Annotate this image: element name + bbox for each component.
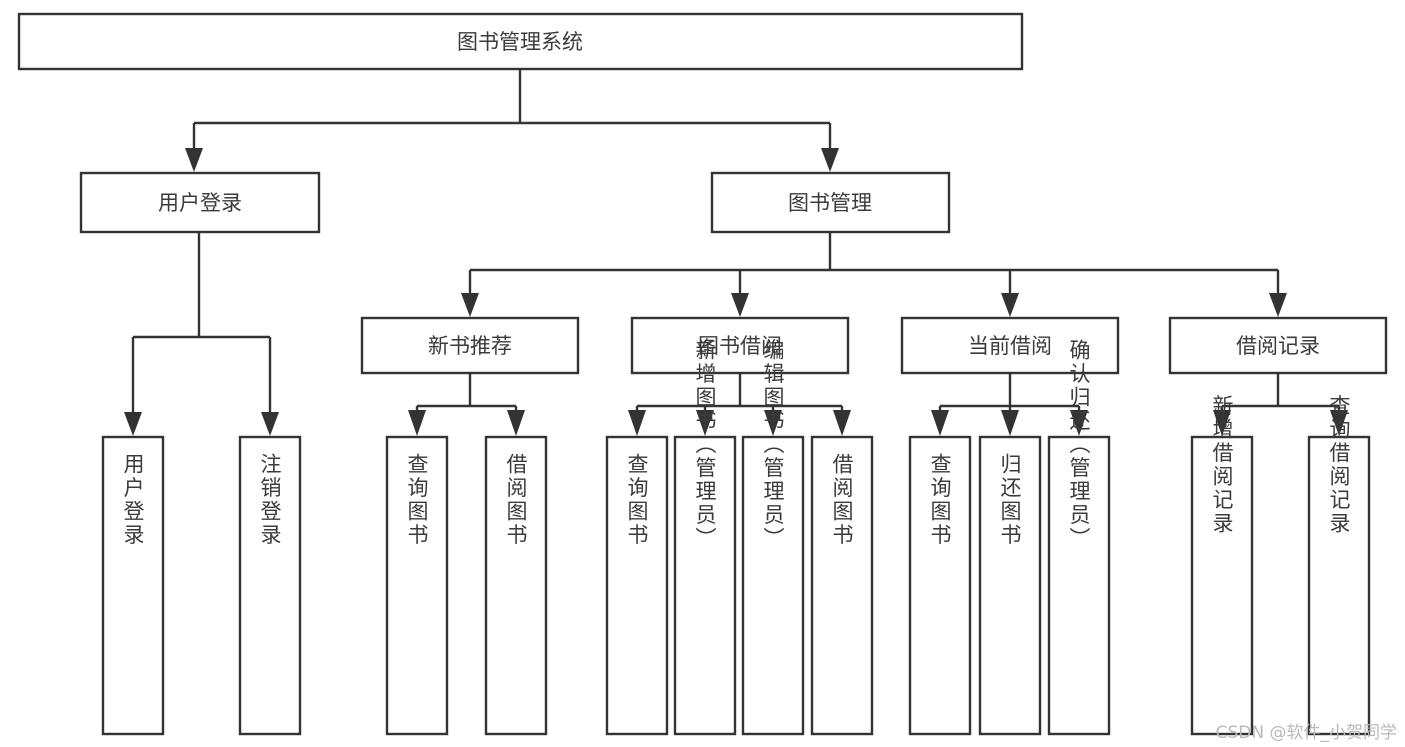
node-leaf-confirm-return-label: 确认归还（管理员）: [1067, 339, 1091, 551]
node-leaf-confirm-return[interactable]: 确认归还（管理员）: [1047, 339, 1111, 736]
node-leaf-logout[interactable]: 注销登录: [238, 435, 302, 736]
node-leaf-add-record[interactable]: 新增借阅记录: [1190, 395, 1254, 736]
node-leaf-query-book-2-box[interactable]: [605, 435, 669, 736]
node-root[interactable]: 图书管理系统: [17, 12, 1024, 71]
node-user-login-label: 用户登录: [158, 191, 242, 215]
node-book-borrow-label: 图书借阅: [698, 334, 782, 358]
node-leaf-query-book-1[interactable]: 查询图书: [385, 435, 449, 736]
node-leaf-return-book-box[interactable]: [978, 435, 1042, 736]
node-leaf-borrow-book-1-box[interactable]: [484, 435, 548, 736]
node-leaf-query-book-2[interactable]: 查询图书: [605, 435, 669, 736]
node-leaf-add-record-box[interactable]: [1190, 435, 1254, 736]
arrow-head-leaf-query-book-1: [408, 410, 426, 436]
arrow-head-leaf-query-book-3: [931, 410, 949, 436]
node-new-book-rec-box[interactable]: [360, 316, 580, 375]
arrow-head-leaf-borrow-book-2: [833, 410, 851, 436]
arrow-head-leaf-edit-book: [764, 410, 782, 436]
arrow-head-book-manage: [821, 148, 839, 172]
node-leaf-borrow-book-2-label: 借阅图书: [830, 453, 854, 547]
node-user-login[interactable]: 用户登录: [79, 171, 321, 234]
node-leaf-borrow-book-1-label: 借阅图书: [504, 453, 528, 547]
node-root-box[interactable]: [17, 12, 1024, 71]
node-leaf-user-login-box[interactable]: [101, 435, 165, 736]
node-current-borrow-label: 当前借阅: [968, 334, 1052, 358]
node-new-book-rec[interactable]: 新书推荐: [360, 316, 580, 375]
node-leaf-query-book-3-label: 查询图书: [928, 453, 952, 547]
node-leaf-add-book-label: 新增图书（管理员）: [693, 339, 717, 551]
arrow-head-leaf-add-book: [696, 410, 714, 436]
arrow-head-book-borrow: [731, 293, 749, 317]
csdn-watermark: CSDN @软件_小贺同学: [1215, 723, 1397, 743]
connector-group: [124, 68, 1348, 436]
node-leaf-query-record-label: 查询借阅记录: [1327, 395, 1351, 536]
node-leaf-query-book-1-label: 查询图书: [405, 453, 429, 547]
node-book-manage[interactable]: 图书管理: [710, 171, 951, 234]
node-leaf-query-book-3-box[interactable]: [908, 435, 972, 736]
node-current-borrow[interactable]: 当前借阅: [900, 316, 1120, 375]
node-leaf-return-book-label: 归还图书: [998, 453, 1022, 547]
node-root-label: 图书管理系统: [457, 30, 583, 54]
node-leaf-user-login[interactable]: 用户登录: [101, 435, 165, 736]
arrow-head-current-borrow: [1001, 293, 1019, 317]
arrow-head-leaf-user-login: [124, 412, 142, 436]
node-borrow-record-label: 借阅记录: [1236, 334, 1320, 358]
node-leaf-query-record-box[interactable]: [1307, 435, 1371, 736]
node-borrow-record[interactable]: 借阅记录: [1168, 316, 1388, 375]
node-leaf-borrow-book-2[interactable]: 借阅图书: [810, 435, 874, 736]
node-leaf-add-book[interactable]: 新增图书（管理员）: [673, 339, 737, 736]
arrow-head-borrow-record: [1269, 293, 1287, 317]
arrow-head-leaf-query-book-2: [628, 410, 646, 436]
node-leaf-query-record[interactable]: 查询借阅记录: [1307, 395, 1371, 736]
node-current-borrow-box[interactable]: [900, 316, 1120, 375]
node-leaf-query-book-2-label: 查询图书: [625, 453, 649, 547]
node-book-borrow-box[interactable]: [630, 316, 850, 375]
arrow-head-leaf-borrow-book-1: [507, 410, 525, 436]
node-leaf-borrow-book-1[interactable]: 借阅图书: [484, 435, 548, 736]
arrow-head-leaf-add-record: [1213, 410, 1231, 436]
arrow-head-leaf-query-record: [1330, 410, 1348, 436]
node-leaf-add-record-label: 新增借阅记录: [1210, 395, 1234, 536]
node-leaf-edit-book[interactable]: 编辑图书（管理员）: [741, 339, 805, 736]
node-leaf-edit-book-label: 编辑图书（管理员）: [761, 339, 785, 551]
node-book-manage-box[interactable]: [710, 171, 951, 234]
node-leaf-confirm-return-box[interactable]: [1047, 435, 1111, 736]
node-leaf-logout-label: 注销登录: [258, 453, 282, 547]
node-leaf-query-book-3[interactable]: 查询图书: [908, 435, 972, 736]
node-leaf-query-book-1-box[interactable]: [385, 435, 449, 736]
node-book-borrow[interactable]: 图书借阅: [630, 316, 850, 375]
node-leaf-edit-book-box[interactable]: [741, 435, 805, 736]
arrow-head-leaf-logout: [261, 412, 279, 436]
node-leaf-add-book-box[interactable]: [673, 435, 737, 736]
arrow-head-leaf-return-book: [1001, 410, 1019, 436]
arrow-head-leaf-confirm-return: [1070, 410, 1088, 436]
node-book-manage-label: 图书管理: [788, 191, 872, 215]
arrow-head-new-book-rec: [461, 293, 479, 317]
node-leaf-return-book[interactable]: 归还图书: [978, 435, 1042, 736]
node-leaf-logout-box[interactable]: [238, 435, 302, 736]
node-new-book-rec-label: 新书推荐: [428, 334, 512, 358]
node-leaf-borrow-book-2-box[interactable]: [810, 435, 874, 736]
arrow-head-user-login: [185, 148, 203, 172]
node-user-login-box[interactable]: [79, 171, 321, 234]
node-borrow-record-box[interactable]: [1168, 316, 1388, 375]
node-leaf-user-login-label: 用户登录: [121, 453, 145, 547]
